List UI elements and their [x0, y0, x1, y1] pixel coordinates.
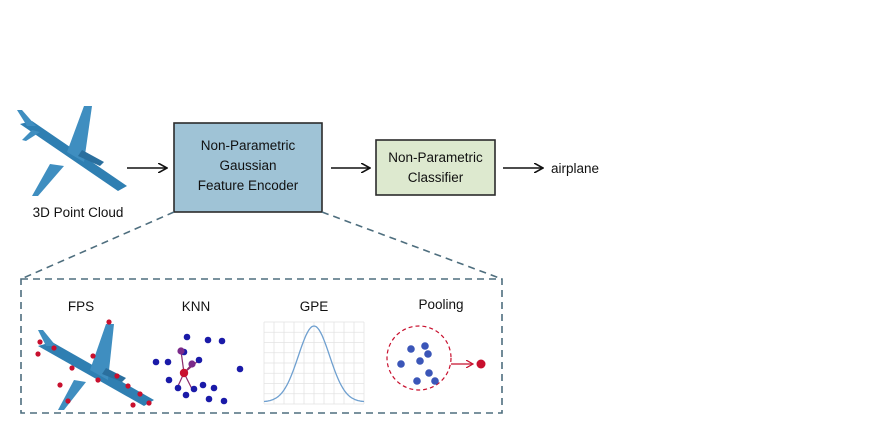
- classifier-line2: Classifier: [408, 170, 464, 185]
- pooling-point: [424, 350, 432, 358]
- knn-point: [190, 385, 198, 393]
- pooling-point: [407, 345, 415, 353]
- gpe-label: GPE: [300, 299, 329, 314]
- expansion-line-right: [321, 211, 503, 280]
- gpe-gaussian-plot: [263, 321, 365, 405]
- fps-point: [65, 398, 71, 404]
- knn-point: [152, 358, 160, 366]
- fps-label: FPS: [68, 299, 94, 314]
- knn-point: [182, 391, 190, 399]
- knn-point: [199, 381, 207, 389]
- fps-point: [130, 402, 136, 408]
- fps-point: [146, 400, 152, 406]
- knn-center-point: [179, 368, 189, 378]
- input-airplane-icon: [17, 106, 127, 196]
- fps-airplane-icon: [38, 324, 154, 410]
- encoder-box: [173, 122, 323, 213]
- pooling-label: Pooling: [418, 297, 463, 312]
- fps-point: [95, 377, 101, 383]
- classifier-line1: Non-Parametric: [388, 150, 483, 165]
- input-label: 3D Point Cloud: [33, 205, 124, 220]
- pooling-point: [413, 377, 421, 385]
- fps-sampled-points: [35, 319, 152, 408]
- pooling-circle: [386, 325, 452, 391]
- pooled-output-point: [476, 359, 486, 369]
- fps-point: [69, 365, 75, 371]
- classifier-box: [375, 139, 496, 196]
- pooling-points: [397, 342, 439, 385]
- fps-point: [57, 382, 63, 388]
- expansion-line-left: [20, 211, 175, 280]
- encoder-line2: Gaussian: [219, 158, 276, 173]
- fps-point: [106, 319, 112, 325]
- knn-point: [204, 336, 212, 344]
- knn-point: [220, 397, 228, 405]
- encoder-detail-box: [20, 278, 503, 414]
- pooling-point: [431, 377, 439, 385]
- knn-point: [218, 337, 226, 345]
- pooling-point: [425, 369, 433, 377]
- fps-point: [51, 345, 57, 351]
- fps-point: [90, 353, 96, 359]
- encoder-line1: Non-Parametric: [201, 138, 296, 153]
- fps-point: [35, 351, 41, 357]
- knn-point: [183, 333, 191, 341]
- knn-point: [236, 365, 244, 373]
- pooling-point: [397, 360, 405, 368]
- knn-point: [205, 395, 213, 403]
- knn-point: [164, 358, 172, 366]
- knn-point: [165, 376, 173, 384]
- fps-point: [125, 383, 131, 389]
- output-label: airplane: [551, 161, 599, 176]
- knn-point: [210, 384, 218, 392]
- knn-neighbor-point: [177, 347, 185, 355]
- fps-point: [37, 339, 43, 345]
- knn-points: [152, 333, 244, 405]
- fps-point: [114, 373, 120, 379]
- gaussian-curve: [263, 325, 365, 403]
- knn-point: [174, 384, 182, 392]
- pooling-point: [421, 342, 429, 350]
- knn-point: [195, 356, 203, 364]
- fps-point: [137, 391, 143, 397]
- pooling-point: [416, 357, 424, 365]
- encoder-line3: Feature Encoder: [198, 178, 299, 193]
- knn-neighbor-point: [188, 360, 196, 368]
- knn-label: KNN: [182, 299, 211, 314]
